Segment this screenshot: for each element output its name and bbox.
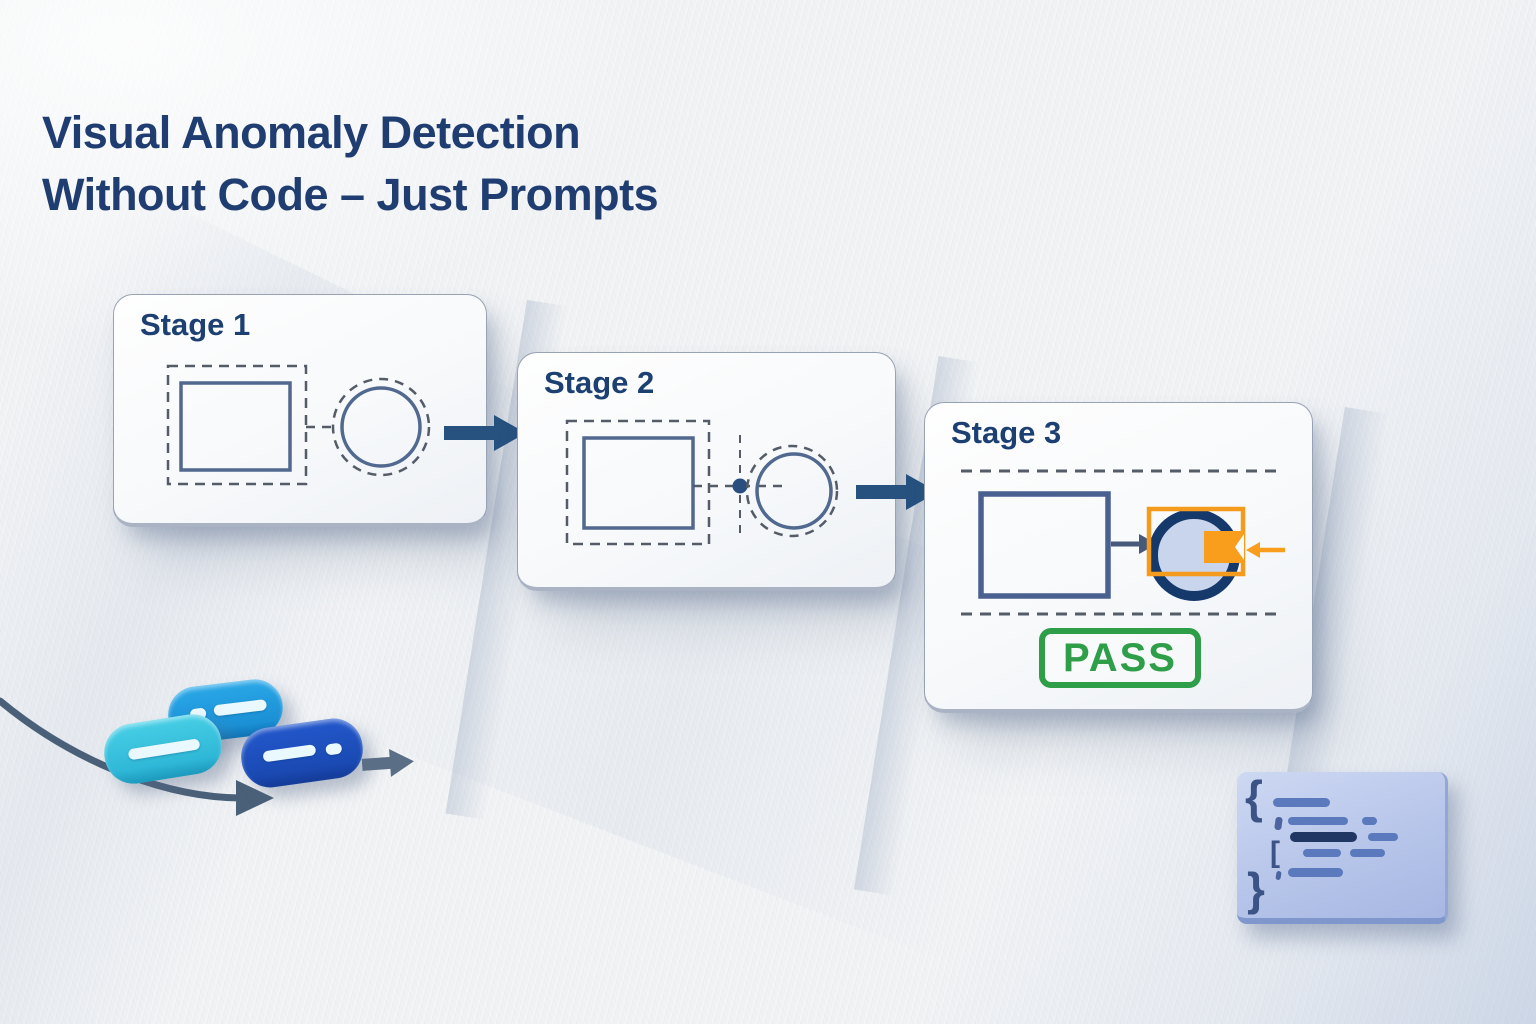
code-line-bar — [1362, 817, 1377, 825]
anomaly-pointer-head — [1246, 542, 1260, 558]
pass-badge-label: PASS — [1063, 635, 1177, 680]
bracket-open-glyph: [ — [1270, 836, 1280, 869]
code-line-bar — [1288, 817, 1348, 825]
stage-2-label: Stage 2 — [544, 365, 655, 400]
dashed-region-box — [166, 364, 308, 486]
dashed-target-circle — [745, 444, 839, 538]
brace-open-glyph: { — [1245, 771, 1263, 823]
code-line-bar — [1288, 868, 1343, 877]
stage-2-diagram — [565, 419, 839, 546]
target-circle — [755, 452, 833, 530]
dashed-region-box — [565, 419, 711, 546]
page-title-line2: Without Code – Just Prompts — [42, 169, 659, 221]
target-circle — [340, 386, 422, 468]
sample-box — [179, 381, 292, 472]
sample-box — [582, 436, 695, 530]
code-line-bar — [1273, 798, 1330, 807]
code-line-bar-dark — [1290, 832, 1357, 842]
code-line-bar — [1303, 849, 1341, 857]
pill-dash — [325, 742, 343, 756]
stage-2-card: Stage 2 — [517, 352, 896, 591]
code-card: { [ } — [1237, 772, 1448, 924]
stage-1-label: Stage 1 — [140, 307, 251, 342]
stage-3-label: Stage 3 — [951, 415, 1062, 450]
page-title: Visual Anomaly Detection Without Code – … — [42, 102, 659, 226]
code-line-bar — [1368, 833, 1398, 841]
code-tick — [1275, 870, 1282, 881]
stage-1-diagram — [166, 364, 431, 486]
code-line-bar — [1350, 849, 1385, 857]
dashed-target-circle — [331, 377, 431, 477]
stage-1-card: Stage 1 — [113, 294, 487, 527]
code-tick — [1274, 816, 1283, 831]
flow-arrow-icon — [444, 415, 526, 451]
mini-arrow-icon — [361, 748, 414, 777]
pill-dash — [213, 698, 268, 717]
pass-badge: PASS — [1039, 628, 1201, 688]
flow-arrow-icon — [856, 474, 938, 510]
anchor-dot — [732, 478, 748, 494]
pill-dash — [127, 738, 201, 761]
anomaly-patch-notch — [1235, 534, 1244, 560]
sample-box — [978, 491, 1111, 599]
pill-dash — [262, 744, 317, 763]
stage-3-card: Stage 3 PASS — [924, 402, 1313, 713]
stage-3-diagram — [961, 469, 1285, 616]
brace-close-glyph: } — [1247, 863, 1265, 915]
page-title-line1: Visual Anomaly Detection — [42, 107, 581, 159]
